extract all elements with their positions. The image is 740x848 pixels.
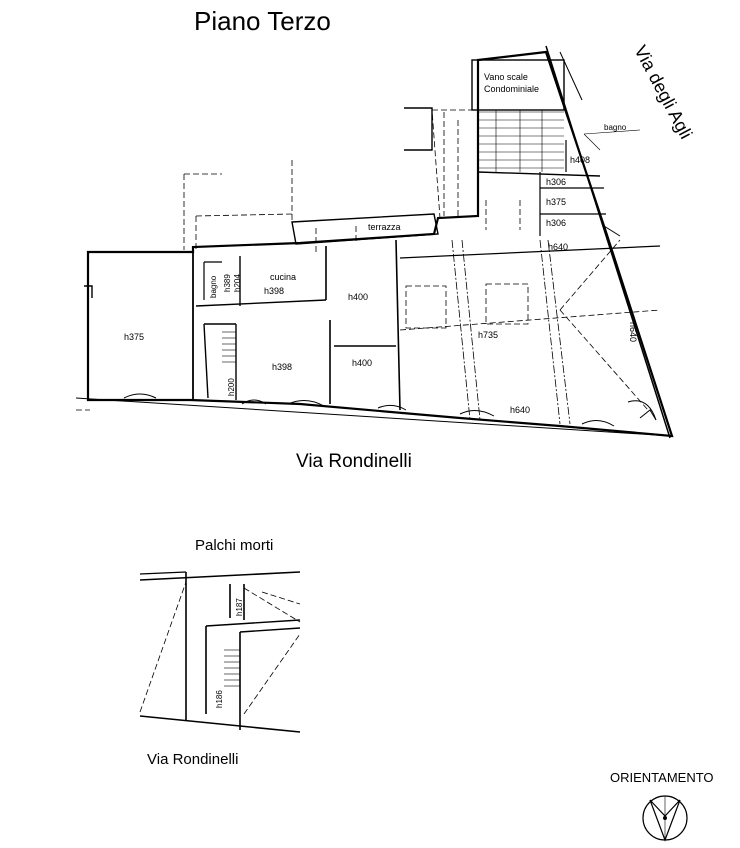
page-title: Piano Terzo [194,6,331,36]
label-h398-a: h398 [264,286,284,296]
label-h408: h408 [570,155,590,165]
label-h306-a: h306 [546,177,566,187]
label-h400-a: h400 [348,292,368,302]
stair-box [471,59,565,111]
label-h375-left: h375 [124,332,144,342]
label-h400-b: h400 [352,358,372,368]
label-bagno-left: bagno [209,275,218,298]
bagno-leader [583,129,641,135]
terrace-outline [291,213,439,245]
label-stair-2: Condominiale [484,84,539,94]
label-h640-top: h640 [548,242,568,252]
bagno-leader-2 [583,133,601,151]
label-h640-bottom: h640 [510,405,530,415]
palchi-stair-treads [224,649,240,687]
street-label-secondary: Via Rondinelli [147,751,239,768]
outer-wall [86,50,674,438]
label-h306-b: h306 [546,218,566,228]
label-terrazza: terrazza [368,222,401,232]
section-title-palchi: Palchi morti [195,537,274,554]
label-h187: h187 [235,598,244,616]
label-h204: h204 [233,274,242,292]
label-stair-1: Vano scale [484,72,528,82]
side-wall-inner-2 [603,225,621,237]
label-h389: h389 [223,274,232,292]
side-wall [545,45,671,439]
small-stair-treads [222,331,236,363]
label-cucina: cucina [270,272,296,282]
room-labels: Vano scale Condominiale bagno h408 h306 … [124,72,638,415]
palchi-labels: h187 h186 [215,598,244,708]
orientation-label: ORIENTAMENTO [610,770,714,785]
side-wall-inner [559,51,583,101]
label-h375-a: h375 [546,197,566,207]
compass-rose-icon [642,795,688,842]
street-label-main: Via Rondinelli [296,451,412,472]
label-h735: h735 [478,330,498,340]
shaft-outline [431,109,479,219]
label-h200: h200 [227,378,236,396]
palchi-plan [139,571,301,733]
label-h186: h186 [215,690,224,708]
stair-wall-a [477,171,601,177]
main-plan [75,45,674,439]
street-wall [75,397,673,437]
label-h398-b: h398 [272,362,292,372]
window-notches [123,393,615,427]
label-bagno-top: bagno [604,123,627,132]
stair-treads [478,110,564,172]
label-h640-side: h640 [628,322,638,342]
